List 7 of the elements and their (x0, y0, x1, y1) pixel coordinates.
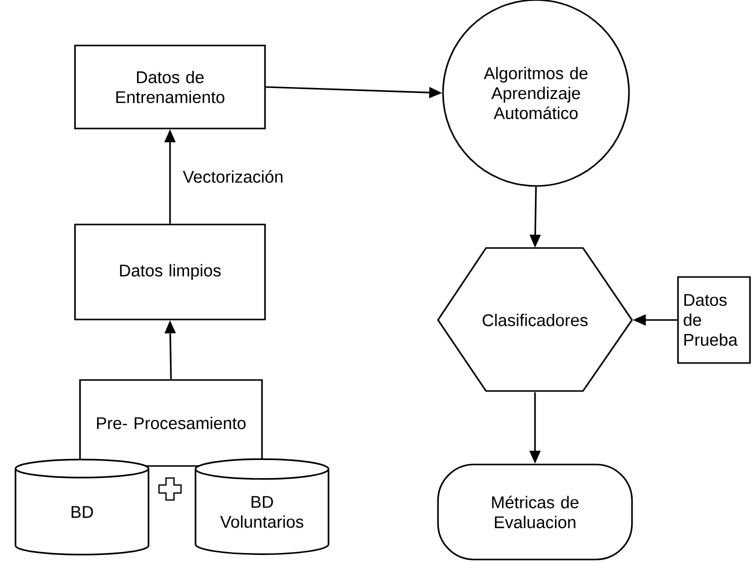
database-cylinder: BD (14, 458, 150, 556)
process-box: Pre- Procesamiento (79, 379, 263, 467)
process-box: Datos de Entrenamiento (74, 44, 266, 130)
database-cylinder: BD Voluntarios (194, 458, 330, 555)
process-box: Datos limpios (74, 224, 266, 320)
edge-label: Vectorización (182, 170, 282, 183)
input-box: Datos de Prueba (677, 276, 751, 364)
